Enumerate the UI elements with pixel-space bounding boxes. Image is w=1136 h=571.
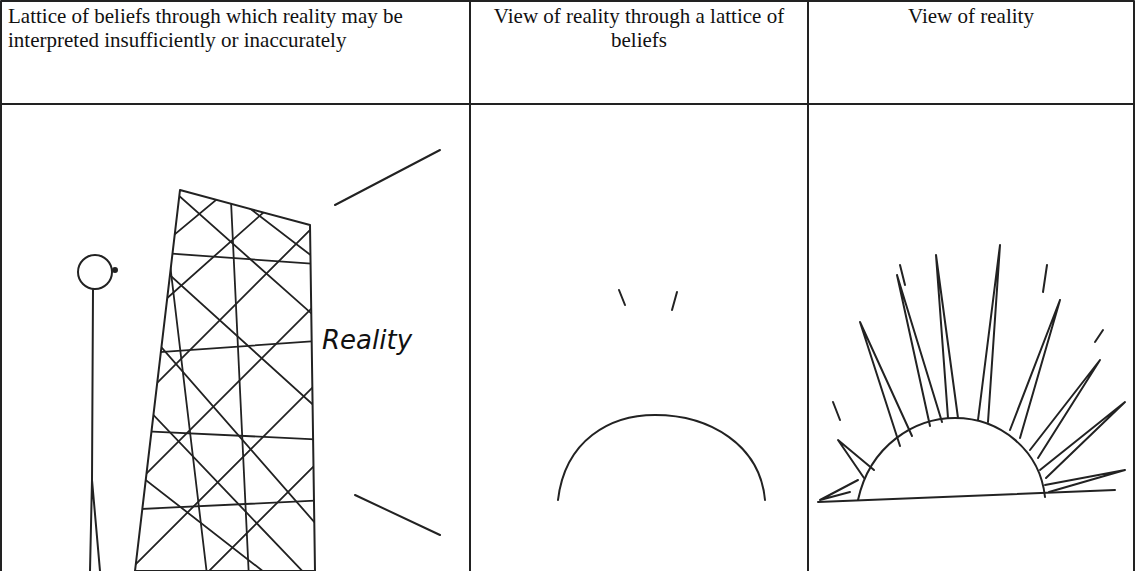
sun-rays [820,245,1125,500]
table-header: View of reality through a lattice of bel… [475,4,803,52]
view-line [355,495,440,535]
view-line [335,150,440,205]
figure-body [90,290,100,571]
sun [858,418,1045,500]
lattice-hatch [120,170,330,571]
partial-sun [558,415,765,500]
table-rule [807,1,809,571]
horizon [818,490,1115,502]
table-rule [1,103,1134,105]
figure-head [78,255,112,289]
table-rule [469,1,471,571]
partial-ray [672,292,677,310]
partial-ray [619,290,625,305]
figure-eye [113,268,117,272]
reality-label: Reality [322,325,412,355]
table-header: View of reality [813,4,1129,28]
table-header: Lattice of beliefs through which reality… [8,4,458,52]
